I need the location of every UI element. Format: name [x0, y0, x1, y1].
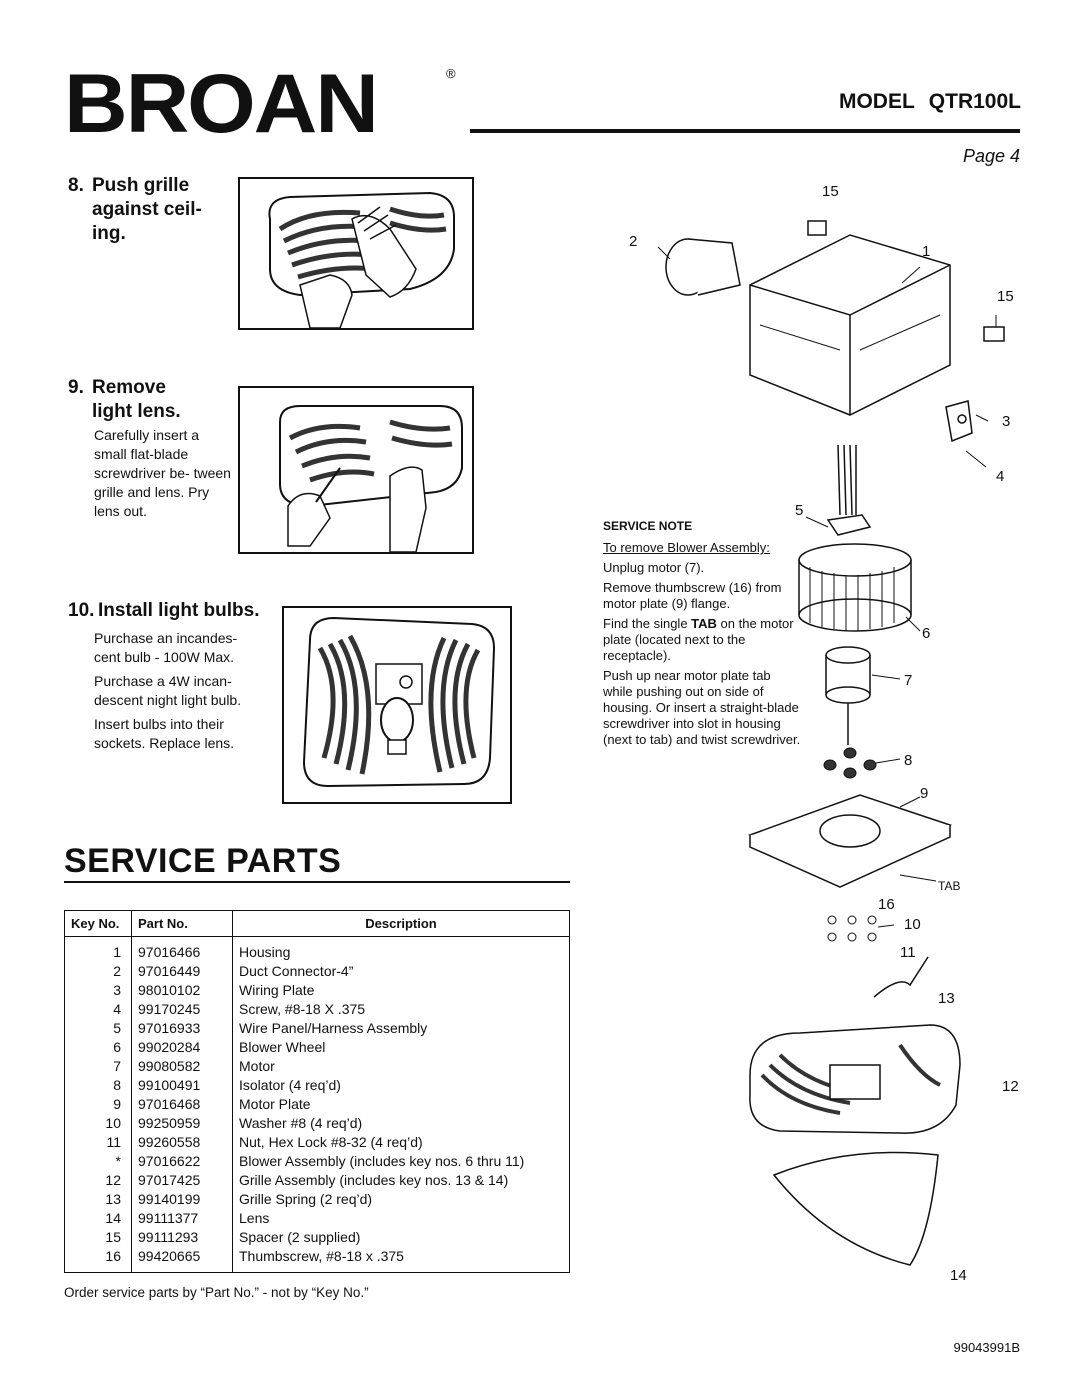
callout-11: 11	[900, 944, 916, 961]
service-note-heading: SERVICE NOTE	[603, 519, 693, 533]
callout-tab: TAB	[938, 879, 961, 893]
col-description: Description	[232, 910, 570, 937]
callout-16: 16	[878, 896, 895, 913]
callout-5: 5	[795, 502, 804, 519]
housing	[749, 234, 951, 416]
page-number: Page 4	[962, 146, 1020, 166]
brand-wordmark: BROAN	[64, 60, 377, 140]
callout-7: 7	[904, 672, 913, 689]
step-10-body: Purchase an incandes- cent bulb - 100W M…	[94, 630, 242, 751]
callout-15-top: 15	[822, 183, 839, 200]
callout-2: 2	[629, 233, 638, 250]
isolators	[823, 747, 877, 779]
callout-1: 1	[922, 243, 931, 260]
grille	[749, 1024, 961, 1134]
wiring-plate	[945, 400, 973, 443]
washers-nuts	[827, 915, 877, 942]
grille-spring	[873, 956, 929, 998]
leader-lines	[657, 246, 997, 928]
callout-8: 8	[904, 752, 913, 769]
service-note-step-2: Remove thumbscrew (16) from motor plate …	[603, 580, 782, 611]
step-8: 8.Push grille against ceil- ing.	[68, 174, 233, 246]
document-number: 99043991B	[953, 1340, 1020, 1355]
broan-logo: BROAN ®	[64, 60, 456, 140]
callout-12: 12	[1002, 1078, 1019, 1095]
service-note-step-4: Push up near motor plate tab while pushi…	[603, 668, 801, 747]
header-rule	[470, 129, 1020, 133]
col-part-no: Part No.	[131, 910, 233, 937]
motor-plate	[747, 794, 953, 888]
step-9-heading: 9.Remove light lens.	[68, 377, 181, 422]
service-parts-title: SERVICE PARTS	[64, 842, 342, 880]
callout-4: 4	[996, 468, 1005, 485]
service-parts-rule	[64, 881, 570, 883]
duct-connector	[665, 238, 741, 296]
motor	[825, 646, 871, 745]
harness-wires	[826, 444, 872, 536]
step-8-heading: 8.Push grille against ceil- ing.	[68, 175, 202, 244]
service-note-step-1: Unplug motor (7).	[603, 560, 705, 575]
service-note-intro: To remove Blower Assembly:	[603, 540, 770, 555]
step-9-body: Carefully insert a small flat-blade scre…	[94, 427, 231, 519]
callout-14: 14	[950, 1267, 967, 1284]
service-note: SERVICE NOTE To remove Blower Assembly: …	[603, 518, 803, 752]
callout-15-right: 15	[997, 288, 1014, 305]
step-10-heading: 10.Install light bulbs.	[68, 600, 260, 621]
callout-3: 3	[1002, 413, 1011, 430]
parts-table-header: Key No. Part No. Description	[64, 910, 570, 937]
push-grille-illustration	[238, 177, 474, 330]
callout-6: 6	[922, 625, 931, 642]
spacers	[807, 220, 1005, 342]
lens	[772, 1151, 939, 1266]
registered-mark: ®	[446, 66, 456, 81]
step-9: 9.Remove light lens. Carefully insert a …	[68, 376, 233, 521]
callout-10: 10	[904, 916, 921, 933]
col-key-no: Key No.	[64, 910, 132, 937]
install-bulbs-illustration	[282, 606, 512, 804]
callout-13: 13	[938, 990, 955, 1007]
step-10: 10.Install light bulbs. Purchase an inca…	[68, 599, 283, 758]
remove-lens-illustration	[238, 386, 474, 554]
exploded-parts-diagram	[657, 220, 1005, 1266]
callout-9: 9	[920, 785, 929, 802]
service-note-step-3: Find the single TAB on the motor plate (…	[603, 616, 794, 663]
order-note: Order service parts by “Part No.” - not …	[64, 1285, 369, 1300]
blower-wheel	[798, 543, 912, 632]
